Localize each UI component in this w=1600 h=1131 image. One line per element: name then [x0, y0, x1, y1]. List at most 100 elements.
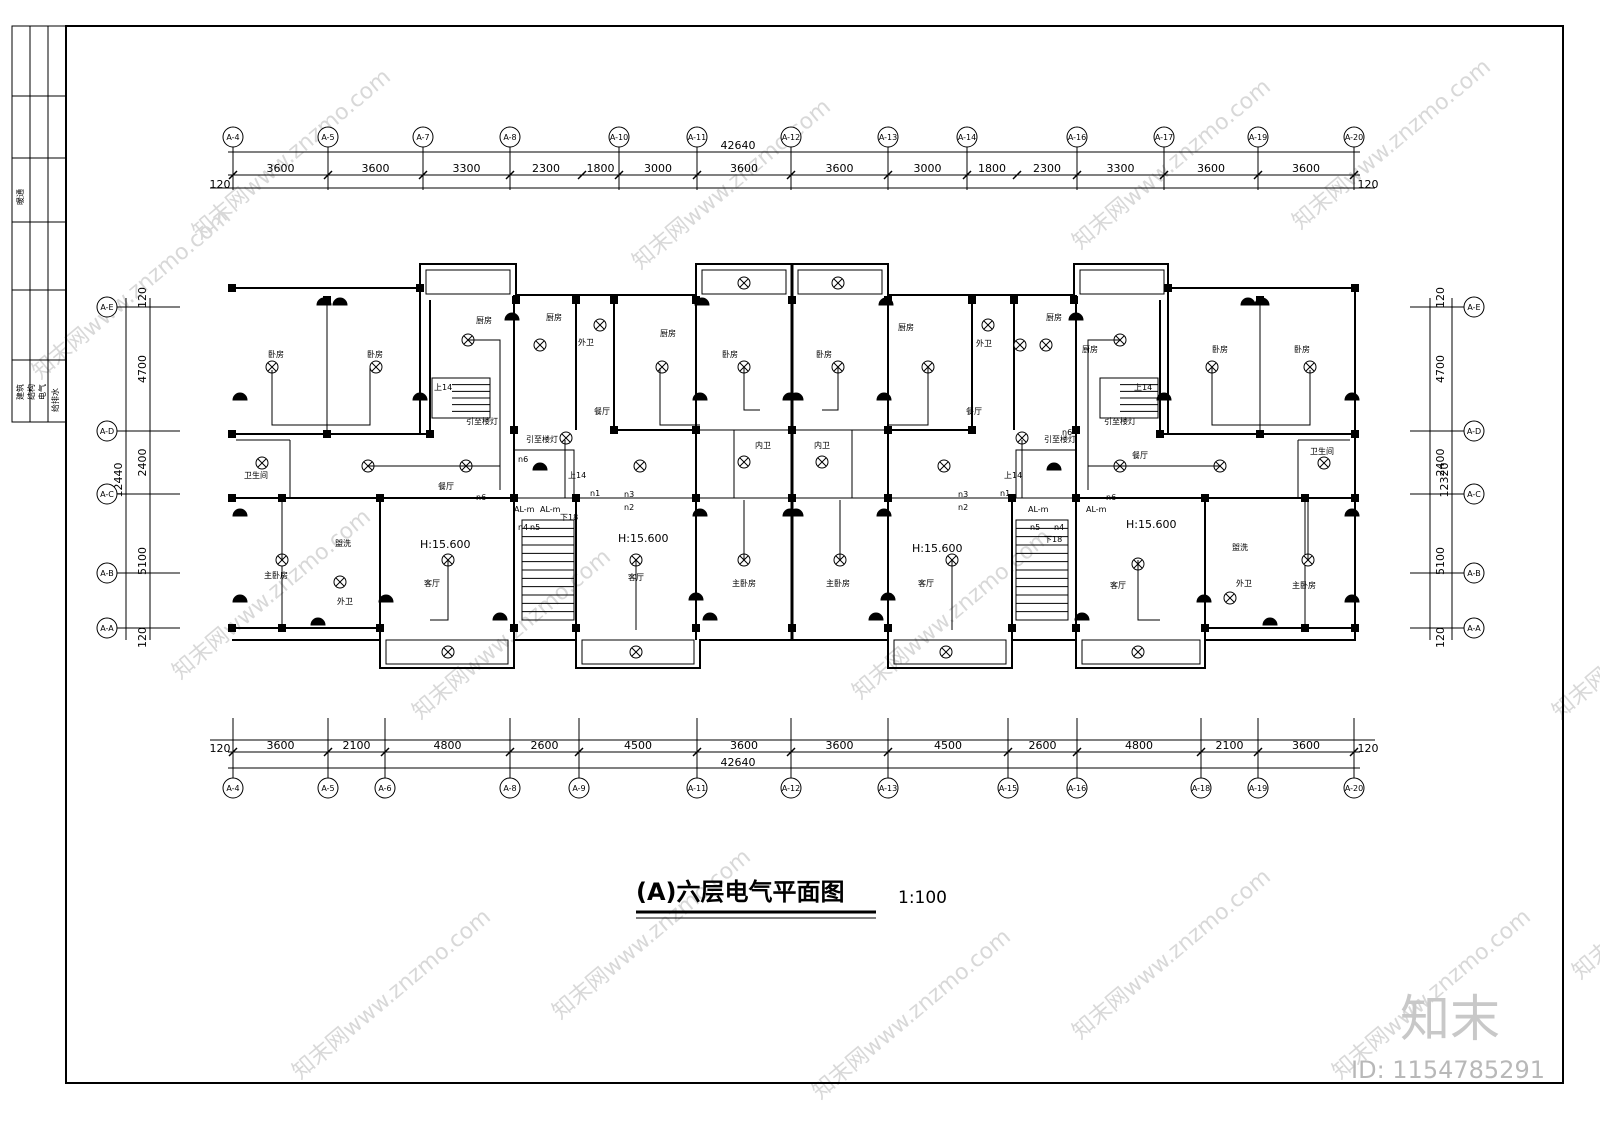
column-18 [510, 426, 518, 434]
wall-lamp-icon-7 [692, 392, 708, 401]
axis-right-4: A-A [1463, 617, 1485, 639]
top-tick-4 [577, 170, 587, 180]
room-dining-2: 餐厅 [594, 407, 610, 416]
site-watermark-3: 知末网www.znzmo.com [628, 94, 836, 274]
wall-lamp-icon-30 [310, 617, 326, 626]
wiring-lines [271, 339, 1311, 630]
site-watermark-2: 知末网www.znzmo.com [408, 544, 616, 724]
wall-lamp-icon-4 [378, 594, 394, 603]
axis-left-3: A-B [96, 562, 118, 584]
axis-top-3-label: A-8 [503, 133, 516, 142]
title-block-row-struct: 结构 [26, 384, 36, 400]
axis-top-3: A-8 [499, 126, 521, 148]
top-dim-seg-1: 3600 [362, 162, 390, 175]
column-21 [788, 426, 796, 434]
room-living-1: 客厅 [424, 578, 440, 588]
ceiling-light-icon-1 [369, 360, 383, 374]
wall-lamp-icon-3 [232, 594, 248, 603]
column-5 [610, 296, 618, 304]
left-dim-seg-2: 2400 [136, 449, 149, 477]
ceiling-light-icon-11 [981, 318, 995, 332]
room-dining-3: 餐厅 [966, 407, 982, 416]
top-dim-seg-6: 3600 [730, 162, 758, 175]
up14-3: 上14 [1004, 471, 1022, 480]
elevation-4: H:15.600 [1126, 518, 1176, 531]
ceiling-light-icon-39 [1131, 645, 1145, 659]
wall-lamp-icon-22 [694, 297, 710, 306]
site-watermark-10: 知末网www.znzmo.com [1068, 864, 1276, 1044]
room-bathroom-1: 卫生间 [244, 470, 268, 480]
column-27 [1351, 430, 1359, 438]
axis-bottom-10: A-18 [1190, 777, 1212, 799]
axis-bottom-9: A-16 [1066, 777, 1088, 799]
ceiling-light-icon-10 [921, 360, 935, 374]
column-20 [692, 426, 700, 434]
wall-lamp-icon-6 [332, 297, 348, 306]
column-14 [1351, 284, 1359, 292]
ceiling-light-icon-6 [737, 276, 751, 290]
column-44 [510, 624, 518, 632]
n6-3: n6 [1062, 428, 1072, 437]
room-bedroom-6: 卧房 [1294, 344, 1310, 354]
wall-lamp-icon-13 [788, 508, 804, 517]
ceiling-light-icon-7 [831, 276, 845, 290]
top-tick-10 [1012, 170, 1022, 180]
bottom-dim-seg-2: 4800 [434, 739, 462, 752]
top-offset-left: 120 [210, 178, 231, 191]
panel-3: AL-m [1028, 505, 1049, 514]
room-living-3: 客厅 [918, 578, 934, 588]
up14-1: 上14 [434, 383, 452, 392]
axis-bottom-3-label: A-8 [503, 784, 516, 793]
axis-bottom-3: A-8 [499, 777, 521, 799]
stair-treads [452, 377, 1158, 613]
column-0 [228, 284, 236, 292]
axis-bottom-12: A-20 [1343, 777, 1365, 799]
left-axis-bubbles: A-EA-DA-CA-BA-A [96, 296, 180, 639]
column-22 [884, 426, 892, 434]
column-24 [1072, 426, 1080, 434]
axis-bottom-0-label: A-4 [226, 784, 239, 793]
axis-right-2-label: A-C [1467, 490, 1481, 499]
wall-lamp-icon-28 [702, 612, 718, 621]
column-10 [1010, 296, 1018, 304]
column-7 [788, 296, 796, 304]
axis-bottom-6: A-12 [780, 777, 802, 799]
site-watermark-9: 知末网www.znzmo.com [808, 924, 1016, 1104]
axis-bottom-2-label: A-6 [378, 784, 391, 793]
axis-right-4-label: A-A [1467, 624, 1481, 633]
bottom-dim-seg-8: 2600 [1029, 739, 1057, 752]
n3-left: n3 [624, 490, 634, 499]
top-dim-seg-4: 1800 [587, 162, 615, 175]
right-total-dim: 12320 [1438, 463, 1451, 498]
bottom-dim-seg-0: 3600 [267, 739, 295, 752]
axis-bottom-1-label: A-5 [321, 784, 334, 793]
title-block-left-label: 暖通 [15, 189, 25, 205]
top-total-dim: 42640 [721, 139, 756, 152]
column-52 [1301, 624, 1309, 632]
room-labels: 卧房 卧房 厨房 厨房 外卫 厨房 卧房 卧房 厨房 外卫 厨房 厨房 卧房 卧… [244, 312, 1334, 606]
column-41 [228, 624, 236, 632]
up14-2: 上14 [568, 471, 586, 480]
n5-right: n5 [1030, 523, 1040, 532]
room-outer-wc-4: 外卫 [1236, 578, 1252, 588]
axis-bottom-11: A-19 [1247, 777, 1269, 799]
ceiling-light-icon-4 [593, 318, 607, 332]
axis-top-10-label: A-17 [1155, 133, 1173, 142]
elevation-1: H:15.600 [420, 538, 470, 551]
drawing-scale: 1:100 [898, 888, 947, 908]
column-49 [1008, 624, 1016, 632]
light-fixtures [232, 276, 1360, 659]
panel-1: AL-m [514, 505, 535, 514]
axis-top-4: A-10 [608, 126, 630, 148]
top-offset-right: 120 [1358, 178, 1379, 191]
wall-lamp-icon-15 [1156, 392, 1172, 401]
n6-2: n6 [518, 455, 528, 464]
bottom-dim-seg-9: 4800 [1125, 739, 1153, 752]
room-kitchen-2: 厨房 [546, 312, 562, 322]
axis-bottom-11-label: A-19 [1249, 784, 1267, 793]
axis-top-8-label: A-14 [958, 133, 976, 142]
axis-right-0-label: A-E [1467, 303, 1480, 312]
